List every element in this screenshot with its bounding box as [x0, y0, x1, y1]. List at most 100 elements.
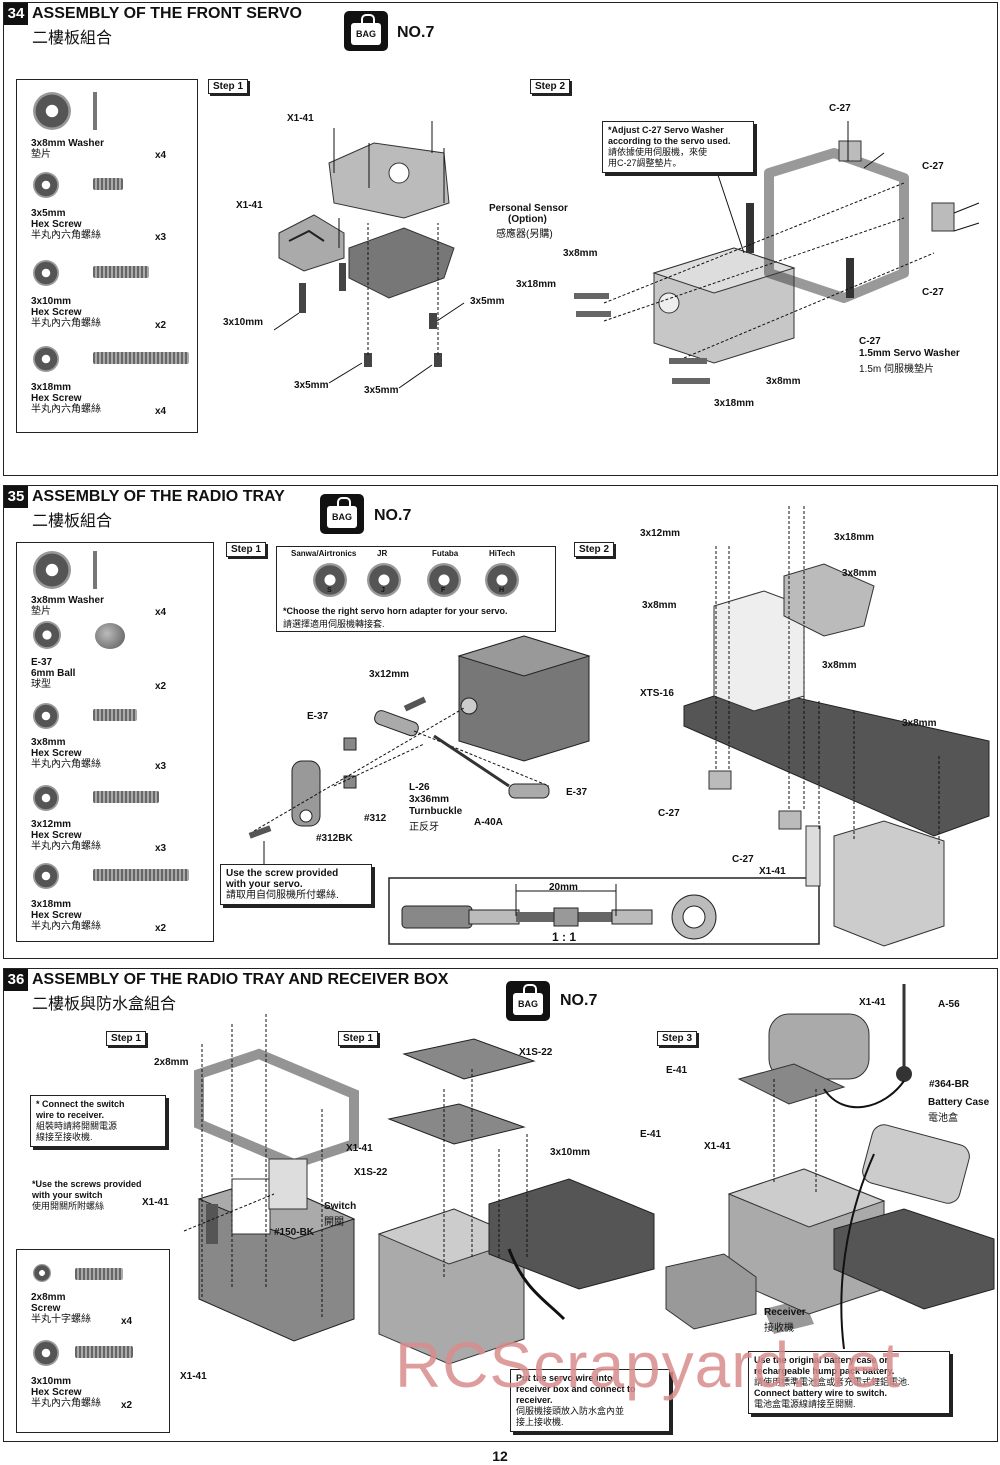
step-1-label: Step 1	[106, 1031, 147, 1046]
part-label: L-26	[409, 782, 430, 793]
ball-icon	[33, 621, 61, 649]
adapter-letter: J	[381, 587, 385, 594]
screw-icon	[75, 1268, 123, 1280]
part-label: (Option)	[508, 214, 547, 225]
part-label: 3x5mm	[294, 380, 329, 391]
screw-icon	[93, 178, 123, 190]
part-label: #312	[364, 813, 387, 824]
radio-tray-diagram	[248, 506, 990, 947]
section-34: 34 ASSEMBLY OF THE FRONT SERVO 二樓板組合 BAG…	[3, 2, 998, 476]
part-label: 3x10mm	[223, 317, 264, 328]
brand-label: Futaba	[432, 549, 459, 558]
screw-head-icon	[33, 863, 59, 889]
part-label: XTS-16	[640, 688, 674, 699]
part-label: X1-41	[287, 113, 314, 124]
washer-icon	[33, 92, 71, 130]
washer-side-icon	[93, 92, 97, 130]
part-label: 1.5m 伺服機墊片	[859, 364, 935, 375]
screw-icon	[93, 791, 159, 803]
part-label: A-56	[938, 999, 960, 1010]
part-label: E-37	[566, 787, 588, 798]
part-label: 開關	[324, 1217, 344, 1228]
part-label: 3x12mm	[640, 528, 681, 539]
horn-adapter-icon	[427, 563, 461, 597]
page-number: 12	[492, 1448, 508, 1464]
part-label: 正反牙	[409, 822, 439, 833]
watermark: RCScrapyard.net	[395, 1329, 901, 1401]
step-number: 35	[4, 486, 28, 508]
step-3-label: Step 3	[657, 1031, 698, 1046]
screw-head-icon	[33, 1340, 59, 1366]
part-label: 1.5mm Servo Washer	[859, 348, 960, 359]
part-label: 感應器(另購)	[496, 229, 553, 240]
turnbuckle-length: 20mm	[549, 882, 578, 893]
horn-adapter-icon	[313, 563, 347, 597]
receiver-box-diagram	[183, 984, 995, 1365]
part-label: X1-41	[859, 997, 886, 1008]
adapter-letter: H	[499, 587, 505, 594]
part-label: 3x5mm	[470, 296, 505, 307]
step-1-label: Step 1	[208, 79, 249, 94]
part-label: #312BK	[316, 833, 353, 844]
screw-icon	[93, 869, 189, 881]
bag-number: NO.7	[374, 507, 412, 524]
part-label: Receiver	[764, 1307, 806, 1318]
part-label: 3x10mm	[550, 1147, 591, 1158]
part-label: E-41	[666, 1065, 688, 1076]
part-label: Battery Case	[928, 1097, 990, 1108]
washer-side-icon	[93, 551, 97, 589]
part-label: C-27	[732, 854, 754, 865]
part-label: Turnbuckle	[409, 806, 463, 817]
brand-label: HiTech	[489, 549, 516, 558]
bag-icon: BAG	[320, 494, 364, 534]
section-title: ASSEMBLY OF THE FRONT SERVO	[32, 5, 302, 22]
part-label: 3x8mm	[902, 718, 937, 729]
bag-number: NO.7	[560, 992, 598, 1009]
section-title: ASSEMBLY OF THE RADIO TRAY	[32, 488, 285, 505]
step-number: 34	[4, 3, 28, 25]
part-label: 3x5mm	[364, 385, 399, 396]
step-2-label: Step 2	[530, 79, 571, 94]
part-label: 3x12mm	[369, 669, 410, 680]
horn-adapter-box: Sanwa/Airtronics JR Futaba HiTech S J F …	[276, 546, 556, 632]
part-label: X1-41	[142, 1197, 169, 1208]
screw-head-icon	[33, 1264, 51, 1282]
part-label: X1-41	[704, 1141, 731, 1152]
part-label: C-27	[859, 336, 881, 347]
part-label: Switch	[324, 1201, 357, 1212]
front-servo-diagram	[273, 121, 980, 389]
section-35: 35 ASSEMBLY OF THE RADIO TRAY 二樓板組合 BAG …	[3, 485, 998, 959]
part-label: 3x18mm	[834, 532, 875, 543]
part-label: 電池盒	[928, 1113, 958, 1124]
part-label: C-27	[922, 161, 944, 172]
ball-side-icon	[95, 623, 125, 649]
part-label: #150-BK	[274, 1227, 315, 1238]
bag-icon: BAG	[506, 981, 550, 1021]
part-label: X1S-22	[354, 1167, 388, 1178]
part-label: 3x8mm	[563, 248, 598, 259]
part-label: X1-41	[236, 200, 263, 211]
part-label: 3x36mm	[409, 794, 450, 805]
section-36: 36 ASSEMBLY OF THE RADIO TRAY AND RECEIV…	[3, 968, 998, 1442]
brand-label: JR	[377, 549, 388, 558]
section-subtitle: 二樓板組合	[32, 30, 113, 47]
part-label: X1-41	[346, 1143, 373, 1154]
part-label: Personal Sensor	[489, 203, 568, 214]
screw-head-icon	[33, 785, 59, 811]
turnbuckle-scale: 1 : 1	[552, 930, 577, 944]
part-label: 3x18mm	[714, 398, 755, 409]
screw-head-icon	[33, 172, 59, 198]
screw-head-icon	[33, 346, 59, 372]
horn-adapter-icon	[367, 563, 401, 597]
